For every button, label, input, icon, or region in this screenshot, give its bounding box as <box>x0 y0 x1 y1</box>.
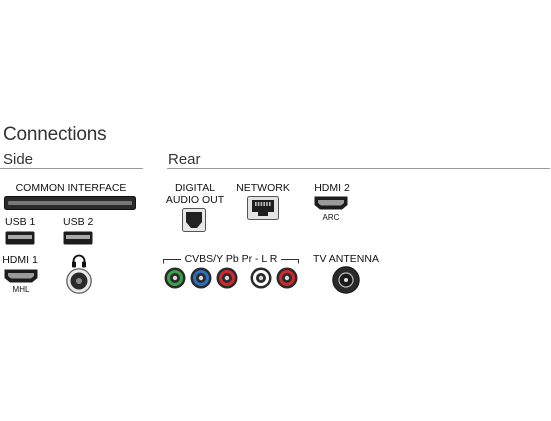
optical-port-icon <box>182 208 206 232</box>
tv-antenna-label: TV ANTENNA <box>313 253 379 265</box>
side-divider <box>0 168 143 169</box>
usb1-port-icon <box>5 231 35 245</box>
audio-right-jack-icon <box>276 267 298 289</box>
digital-audio-out-label-line2: AUDIO OUT <box>165 194 225 206</box>
cvbs-label: CVBS/Y Pb Pr - L R <box>184 253 278 265</box>
side-section-title: Side <box>3 151 34 168</box>
page-title: Connections <box>3 124 107 145</box>
component-pb-jack-icon <box>190 267 212 289</box>
hdmi2-label: HDMI 2 <box>314 182 350 194</box>
headphones-icon <box>71 253 87 268</box>
common-interface-slot <box>4 196 136 210</box>
hdmi1-label: HDMI 1 <box>2 254 38 266</box>
common-interface-label: COMMON INTERFACE <box>15 182 127 194</box>
hdmi1-port-icon <box>4 269 38 283</box>
headphone-jack-icon <box>66 268 92 294</box>
component-pr-jack-icon <box>216 267 238 289</box>
hdmi2-arc-label: ARC <box>322 213 340 222</box>
digital-audio-out-label-line1: DIGITAL <box>174 182 216 194</box>
cvbs-bracket <box>163 254 299 264</box>
usb2-port-icon <box>63 231 93 245</box>
audio-left-jack-icon <box>250 267 272 289</box>
rear-section-title: Rear <box>168 151 201 168</box>
hdmi1-mhl-label: MHL <box>12 285 30 294</box>
ethernet-port-icon <box>247 196 279 220</box>
rear-divider <box>167 168 550 169</box>
usb1-label: USB 1 <box>5 216 36 228</box>
antenna-port-icon <box>332 266 360 294</box>
usb2-label: USB 2 <box>63 216 94 228</box>
network-label: NETWORK <box>236 182 290 194</box>
component-y-jack-icon <box>164 267 186 289</box>
hdmi2-port-icon <box>314 196 348 210</box>
